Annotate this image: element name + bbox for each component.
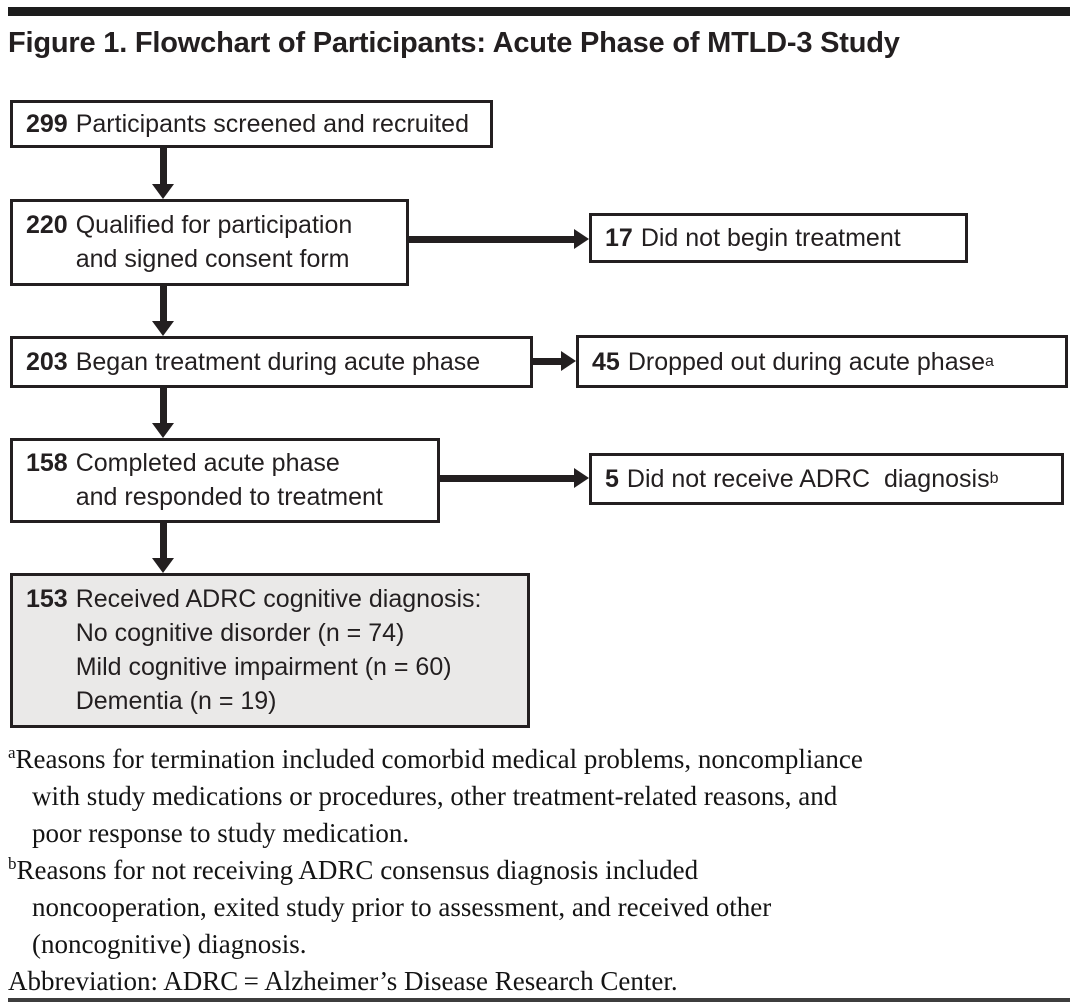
flow-box-completed-line2: and responded to treatment <box>75 483 383 511</box>
count-qualified: 220 <box>26 211 68 239</box>
count-screened: 299 <box>26 110 68 138</box>
arrow-down-1-head <box>152 184 174 199</box>
footnotes: aReasons for termination included comorb… <box>8 741 1074 1000</box>
side-box-no-treatment-label: Did not begin treatment <box>640 224 901 252</box>
flow-box-diagnosis-line2: No cognitive disorder (n = 74) <box>75 619 405 647</box>
footnote-a-line2: with study medications or procedures, ot… <box>32 781 838 811</box>
arrow-right-2-shaft <box>533 358 562 365</box>
abbreviation-note: Abbreviation: ADRC = Alzheimer’s Disease… <box>8 966 678 996</box>
count-no-diagnosis: 5 <box>605 465 619 493</box>
side-box-no-diagnosis-label: Did not receive ADRC diagnosis <box>626 465 990 493</box>
bottom-rule <box>8 998 1070 1002</box>
arrow-down-4-shaft <box>160 523 167 559</box>
flow-box-screened-label: Participants screened and recruited <box>75 110 469 138</box>
arrow-right-2-head <box>561 351 576 371</box>
footnote-a-marker: a <box>8 743 16 762</box>
arrow-down-3-shaft <box>160 388 167 424</box>
footnote-b-line2: noncooperation, exited study prior to as… <box>32 892 772 922</box>
count-dropped-out: 45 <box>592 347 620 376</box>
flow-box-diagnosis-line1: Received ADRC cognitive diagnosis: <box>75 585 482 613</box>
count-no-treatment: 17 <box>605 224 633 252</box>
arrow-right-3-head <box>574 468 589 488</box>
arrow-down-1-shaft <box>160 148 167 185</box>
flow-box-screened: 299 Participants screened and recruited <box>10 100 493 148</box>
top-rule <box>8 7 1070 16</box>
arrow-down-2-head <box>152 321 174 336</box>
footnote-a-line1: aReasons for termination included comorb… <box>8 743 863 774</box>
footnote-b-line1: bReasons for not receiving ADRC consensu… <box>8 854 699 885</box>
flow-box-completed: 158 Completed acute phase and responded … <box>10 438 440 523</box>
arrow-right-1-head <box>574 229 589 249</box>
arrow-down-4-head <box>152 558 174 573</box>
count-diagnosis: 153 <box>26 585 68 613</box>
flow-box-began-treatment: 203 Began treatment during acute phase <box>10 336 533 388</box>
footnote-b-marker: b <box>8 854 17 873</box>
arrow-down-3-head <box>152 423 174 438</box>
side-box-dropped-out-label: Dropped out during acute phase <box>627 347 986 376</box>
footnote-a-line3: poor response to study medication. <box>32 818 410 848</box>
flow-box-qualified: 220 Qualified for participation and sign… <box>10 199 409 286</box>
figure-title: Figure 1. Flowchart of Participants: Acu… <box>8 27 900 59</box>
flow-box-diagnosis: 153 Received ADRC cognitive diagnosis: N… <box>10 573 530 728</box>
count-began: 203 <box>26 348 68 376</box>
arrow-down-2-shaft <box>160 286 167 322</box>
flow-box-diagnosis-line4: Dementia (n = 19) <box>75 687 277 715</box>
footnote-b-line3: (noncognitive) diagnosis. <box>32 929 307 959</box>
flow-box-diagnosis-line3: Mild cognitive impairment (n = 60) <box>75 653 452 681</box>
flow-box-qualified-line1: Qualified for participation <box>75 211 353 239</box>
arrow-right-3-shaft <box>440 475 575 482</box>
flow-box-qualified-line2: and signed consent form <box>75 245 350 273</box>
flow-box-completed-line1: Completed acute phase <box>75 449 340 477</box>
arrow-right-1-shaft <box>409 236 575 243</box>
side-box-no-treatment: 17 Did not begin treatment <box>589 213 968 263</box>
count-completed: 158 <box>26 449 68 477</box>
flow-box-began-label: Began treatment during acute phase <box>75 348 481 376</box>
